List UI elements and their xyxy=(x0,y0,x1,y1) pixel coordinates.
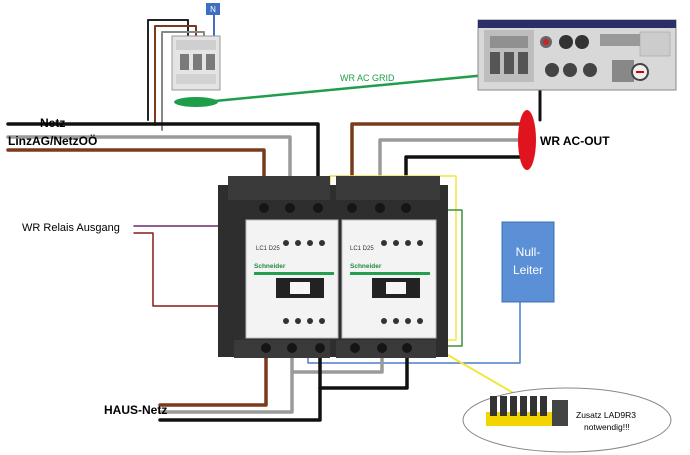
breaker-feed-wire-3 xyxy=(161,31,205,131)
grid-connection-marker xyxy=(174,97,218,107)
breaker-feed-wire-1 xyxy=(147,19,189,121)
note-line-2: notwendig!!! xyxy=(584,422,630,432)
grid-green-wire xyxy=(213,72,499,103)
note-line-1: Zusatz LAD9R3 xyxy=(576,410,636,420)
circuit-breaker-icon xyxy=(171,35,221,91)
bridge-module-callout: Zusatz LAD9R3 notwendig!!! xyxy=(462,387,672,453)
wr-ac-out-marker xyxy=(518,110,536,170)
contactor-model-left: LC1 D25 xyxy=(256,246,280,252)
wr-ac-out-label: WR AC-OUT xyxy=(540,134,610,148)
netz-black-wire xyxy=(6,122,320,202)
netz-label: Netz xyxy=(40,116,65,130)
brand-right: Schneider xyxy=(350,263,382,270)
inverter-icon xyxy=(477,19,677,91)
null-leiter-box: Null- Leiter xyxy=(501,221,555,303)
n-terminal: N xyxy=(206,3,220,15)
grid-line-label: WR AC GRID xyxy=(340,73,395,83)
haus-netz-label: HAUS-Netz xyxy=(104,403,167,417)
contactor-model-right: LC1 D25 xyxy=(350,246,374,252)
top-terminals xyxy=(259,203,411,213)
contactor-icon: LC1 D25 LC1 D25 Schneider Schneider xyxy=(218,176,448,358)
bridge-module-icon xyxy=(486,396,568,426)
null-leiter-label-1: Null- xyxy=(516,245,541,259)
n-terminal-label: N xyxy=(210,5,216,14)
wr-relais-label: WR Relais Ausgang xyxy=(22,222,120,234)
haus-black-wire xyxy=(158,346,409,422)
acout-brown-wire xyxy=(350,122,522,202)
brand-left: Schneider xyxy=(254,263,286,270)
netz-provider-label: LinzAG/NetzOÖ xyxy=(8,133,97,148)
null-leiter-label-2: Leiter xyxy=(513,263,543,277)
